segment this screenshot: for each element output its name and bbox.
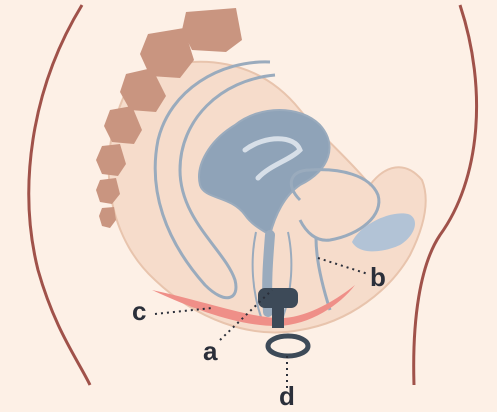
- label-c: c: [132, 296, 146, 326]
- device-ring: [268, 336, 308, 356]
- device-stem: [272, 306, 284, 328]
- body-outline-back: [29, 5, 90, 385]
- label-b: b: [370, 262, 386, 292]
- vertebra: [182, 8, 242, 52]
- vertebra: [99, 207, 116, 228]
- label-a: a: [203, 336, 218, 366]
- label-d: d: [279, 381, 295, 411]
